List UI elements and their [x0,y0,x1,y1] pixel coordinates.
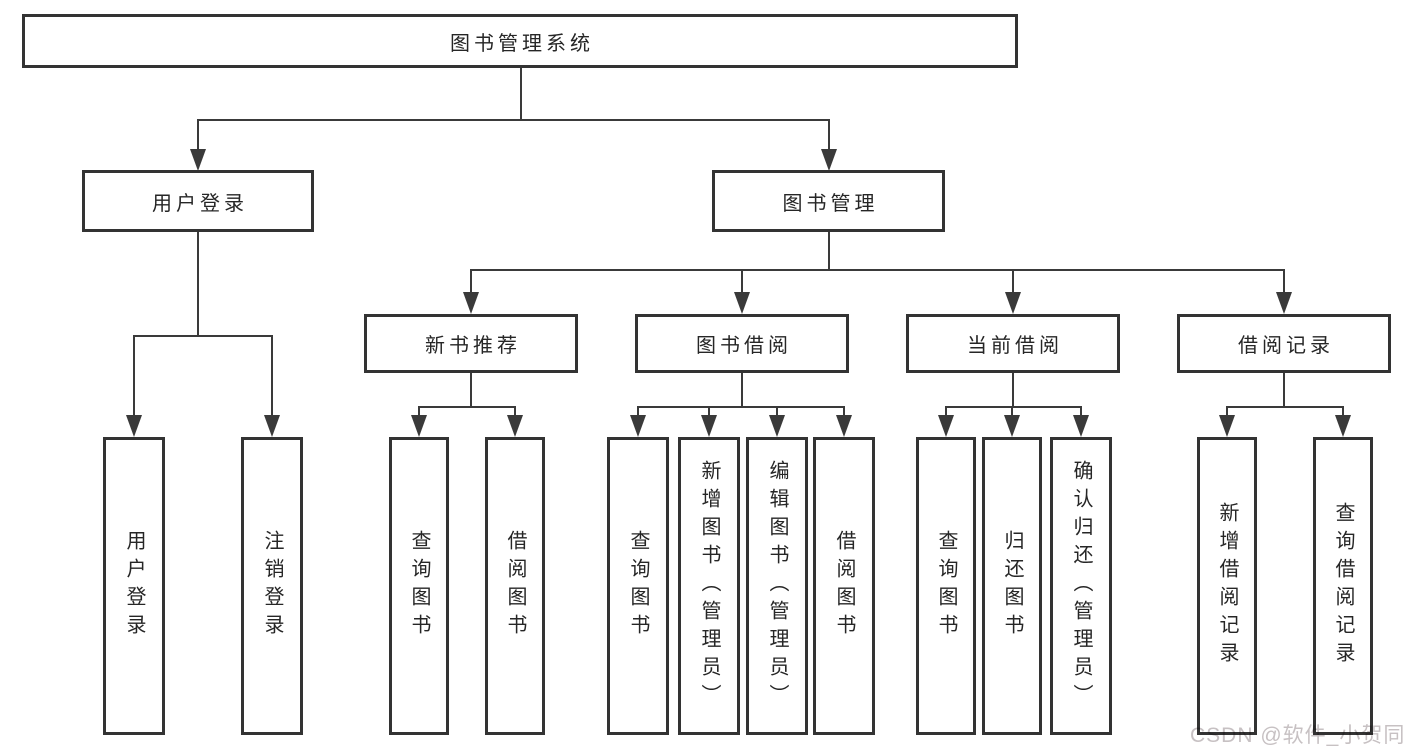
node-current-borrow: 当前借阅 [906,314,1120,373]
leaf-query-book-3: 查询图书 [916,437,976,735]
connector-level2-bus [197,119,830,121]
connector-book-borrow-stem [741,373,743,407]
leaf-query-book-2: 查询图书 [607,437,669,735]
arrow-to-book-mgmt [821,120,837,171]
leaf-edit-book: 编辑图书（管理员） [746,437,808,735]
node-new-book-rec: 新书推荐 [364,314,578,373]
leaf-query-book-1: 查询图书 [389,437,449,735]
node-book-mgmt: 图书管理 [712,170,945,232]
arrow-to-user-login [190,120,206,171]
connector-user-login-stem [197,232,199,336]
arrow-to-borrow-records [1276,270,1292,314]
leaf-confirm-return: 确认归还（管理员） [1050,437,1112,735]
leaf-borrow-book-2: 借阅图书 [813,437,875,735]
arrow-to-leaf-edit-book [769,407,785,437]
connector-borrow-records-stem [1283,373,1285,407]
connector-current-borrow-bus [945,406,1082,408]
arrow-to-leaf-user-login [126,336,142,437]
arrow-to-leaf-query-book-3 [938,407,954,437]
node-user-login: 用户登录 [82,170,314,232]
node-root: 图书管理系统 [22,14,1018,68]
connector-book-mgmt-stem [828,232,830,270]
arrow-to-leaf-borrow-book-1 [507,407,523,437]
leaf-return-book: 归还图书 [982,437,1042,735]
leaf-add-record: 新增借阅记录 [1197,437,1257,735]
leaf-logout: 注销登录 [241,437,303,735]
leaf-add-book: 新增图书（管理员） [678,437,740,735]
connector-level3-bus [470,269,1285,271]
arrow-to-leaf-add-record [1219,407,1235,437]
arrow-to-leaf-query-record [1335,407,1351,437]
leaf-borrow-book-1: 借阅图书 [485,437,545,735]
connector-current-borrow-stem [1012,373,1014,407]
arrow-to-leaf-logout [264,336,280,437]
arrow-to-new-book-rec [463,270,479,314]
connector-root-stem [520,68,522,120]
node-book-borrow: 图书借阅 [635,314,849,373]
connector-new-book-rec-stem [470,373,472,407]
arrow-to-current-borrow [1005,270,1021,314]
arrow-to-leaf-confirm-return [1073,407,1089,437]
arrow-to-book-borrow [734,270,750,314]
connector-borrow-records-bus [1226,406,1344,408]
arrow-to-leaf-return-book [1004,407,1020,437]
arrow-to-leaf-borrow-book-2 [836,407,852,437]
leaf-user-login: 用户登录 [103,437,165,735]
arrow-to-leaf-query-book-2 [630,407,646,437]
connector-book-borrow-bus [637,406,845,408]
leaf-query-record: 查询借阅记录 [1313,437,1373,735]
node-borrow-records: 借阅记录 [1177,314,1391,373]
connector-new-book-rec-bus [418,406,516,408]
arrow-to-leaf-query-book-1 [411,407,427,437]
arrow-to-leaf-add-book [701,407,717,437]
csdn-watermark: CSDN @软件_小贺同学 [1190,724,1405,747]
connector-user-login-bus [133,335,273,337]
